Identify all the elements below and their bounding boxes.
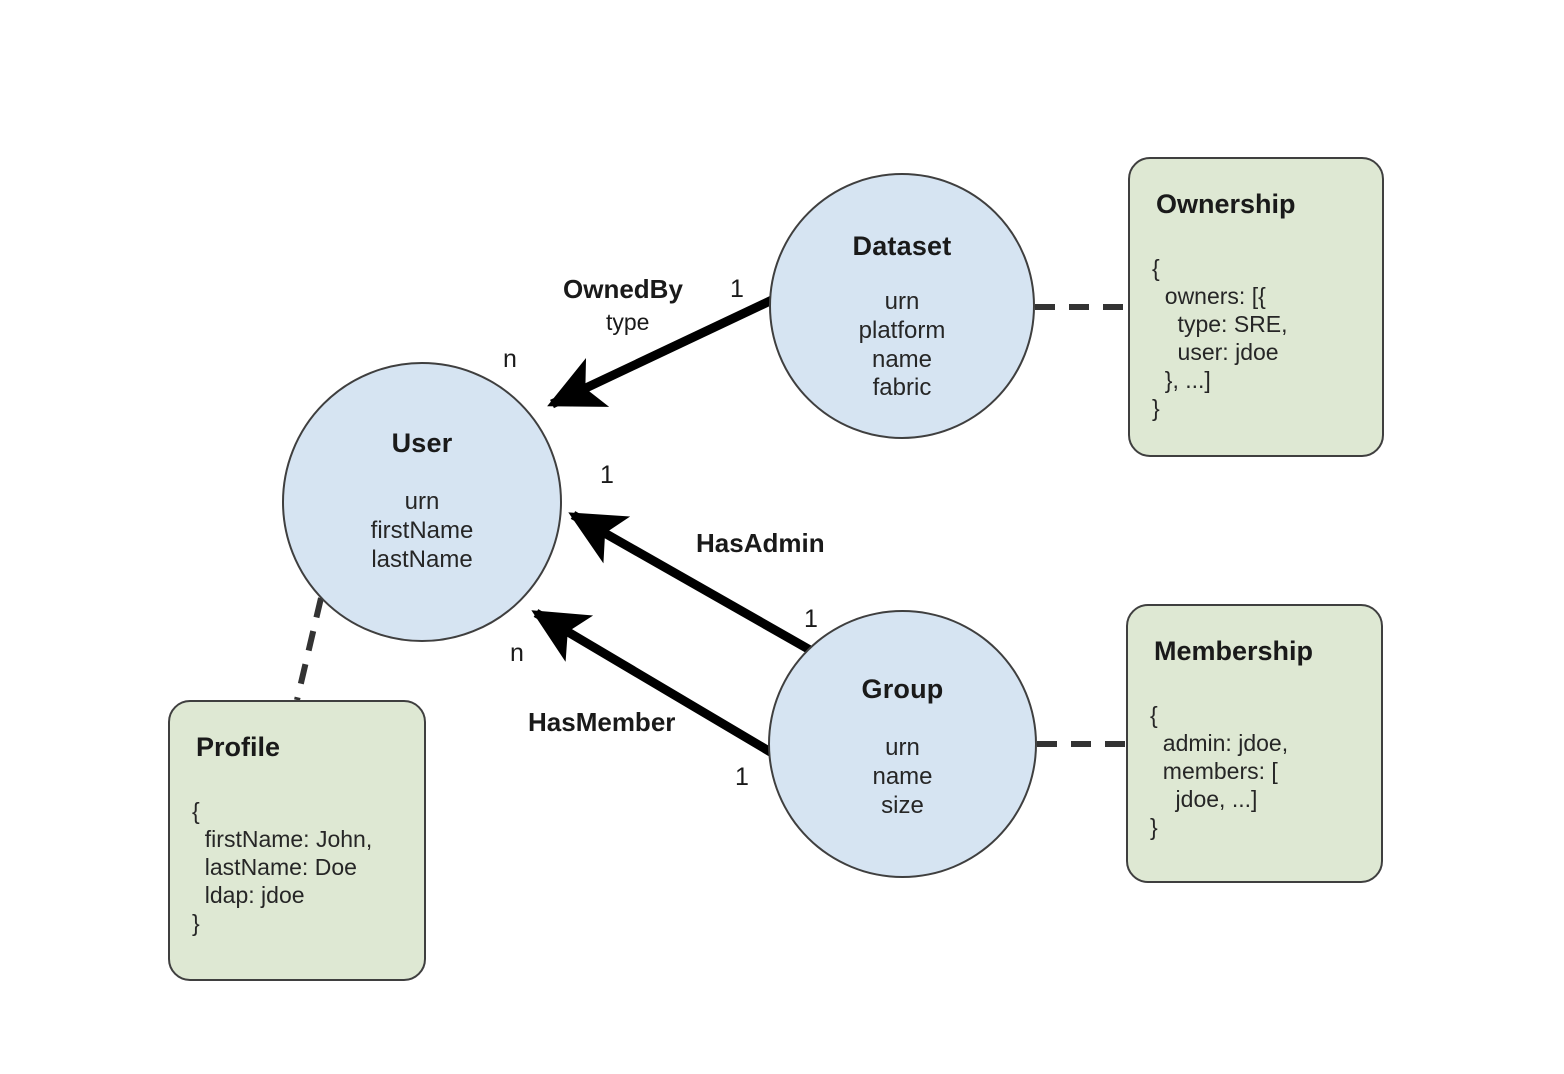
edge-label-hasmember: HasMember [528, 707, 676, 737]
edge-ownedby [547, 295, 774, 409]
cardinality-hasmember-source: 1 [735, 763, 749, 791]
edge-hasmember [531, 609, 787, 764]
entity-user-title: User [391, 428, 453, 458]
aspect-membership[interactable]: Membership { admin: jdoe, members: [ jdo… [1126, 604, 1383, 883]
aspect-membership-title: Membership [1154, 636, 1314, 666]
aspect-ownership[interactable]: Ownership { owners: [{ type: SRE, user: … [1128, 157, 1384, 457]
edge-label-ownedby: OwnedBy [563, 274, 683, 304]
field-urn: urn [404, 488, 440, 515]
entity-group-title: Group [861, 674, 944, 704]
field-urn: urn [884, 288, 920, 315]
cardinality-hasadmin-source: 1 [804, 605, 818, 633]
link-user-profile [294, 597, 324, 701]
aspect-profile[interactable]: Profile { firstName: John, lastName: Doe… [168, 700, 426, 981]
aspect-profile-title: Profile [196, 732, 281, 762]
field-fabric: fabric [872, 374, 932, 402]
entity-dataset-title: Dataset [852, 231, 952, 261]
field-name: name [871, 345, 933, 373]
field-platform: platform [858, 316, 946, 344]
entity-group-fields: urn name size [872, 734, 932, 820]
edge-sublabel-ownedby-type: type [606, 309, 650, 335]
aspect-ownership-body: { owners: [{ type: SRE, user: jdoe }, ..… [1152, 255, 1288, 422]
field-lastname: lastName [371, 545, 473, 573]
entity-group[interactable]: Group urn name size [768, 610, 1037, 878]
cardinality-hasmember-target: n [510, 639, 524, 667]
aspect-profile-body: { firstName: John, lastName: Doe ldap: j… [192, 798, 373, 937]
entity-user[interactable]: User urn firstName lastName [282, 362, 562, 642]
cardinality-ownedby-target: n [503, 345, 517, 373]
field-size: size [881, 791, 924, 819]
aspect-ownership-title: Ownership [1156, 189, 1296, 219]
cardinality-hasadmin-target: 1 [600, 461, 614, 489]
aspect-membership-body: { admin: jdoe, members: [ jdoe, ...] } [1150, 702, 1289, 841]
field-urn: urn [885, 734, 920, 761]
field-name: name [872, 762, 933, 790]
cardinality-ownedby-source: 1 [730, 275, 744, 303]
entity-dataset-fields: urn platform name fabric [859, 288, 946, 403]
entity-user-fields: urn firstName lastName [371, 488, 474, 574]
field-firstname: firstName [370, 516, 474, 544]
edge-label-hasadmin: HasAdmin [696, 528, 825, 558]
edge-hasadmin [568, 511, 813, 654]
entity-dataset[interactable]: Dataset urn platform name fabric [769, 173, 1035, 439]
